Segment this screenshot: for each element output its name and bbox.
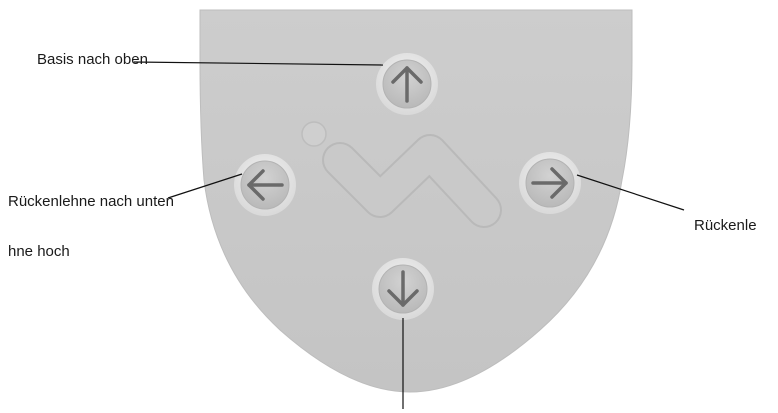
arrow-up-icon: [391, 66, 423, 103]
leader-line-up: [133, 61, 384, 66]
right-button[interactable]: [519, 152, 581, 214]
leader-line-right: [576, 174, 685, 211]
leader-line-left: [167, 173, 243, 199]
up-button[interactable]: [376, 53, 438, 115]
arrow-down-icon: [387, 270, 419, 307]
status-led-icon: [301, 121, 327, 147]
label-backrest-down: Rückenlehne nach unten: [8, 193, 174, 210]
label-backrest-up-fragment: hne hoch: [8, 243, 70, 260]
remote-body: [199, 9, 633, 393]
arrow-left-icon: [247, 169, 284, 201]
zigzag-logo-icon: [322, 134, 502, 228]
arrow-right-icon: [531, 167, 568, 199]
label-backrest-right: Rückenle: [694, 217, 757, 234]
down-button[interactable]: [372, 258, 434, 320]
label-base-up: Basis nach oben: [37, 51, 148, 68]
left-button[interactable]: [234, 154, 296, 216]
